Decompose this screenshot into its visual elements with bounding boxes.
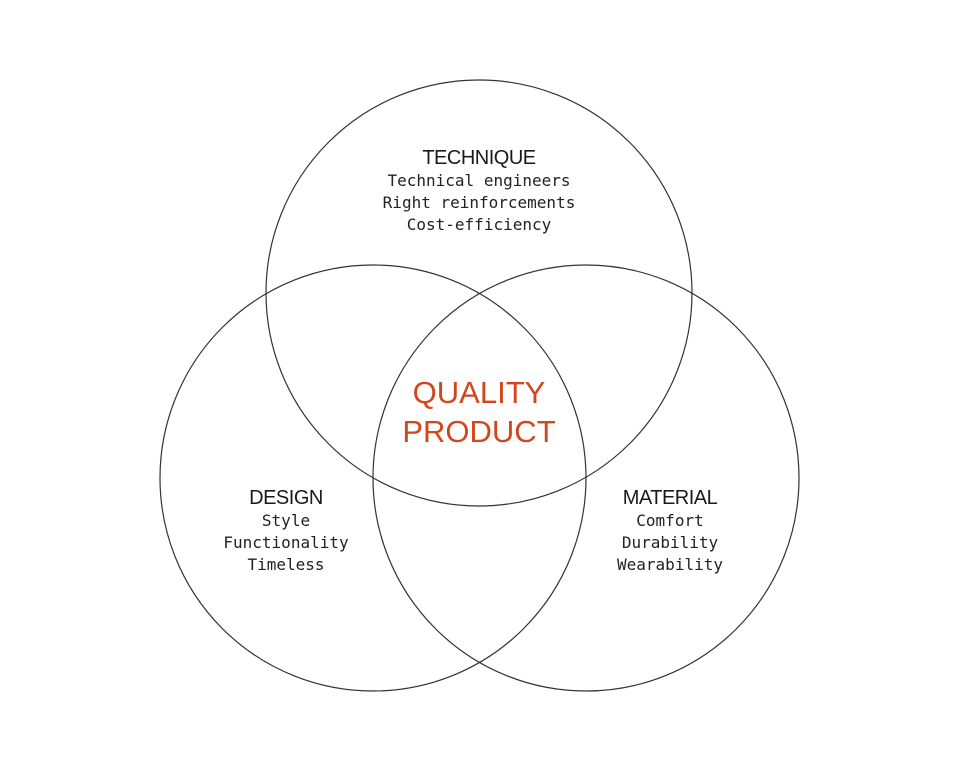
design-item: Style bbox=[261, 511, 311, 530]
center-label-line2: PRODUCT bbox=[402, 414, 556, 449]
technique-item: Right reinforcements bbox=[382, 193, 576, 212]
center-label: QUALITY PRODUCT bbox=[402, 373, 555, 451]
material-item: Comfort bbox=[636, 511, 704, 530]
design-title: DESIGN bbox=[249, 487, 323, 509]
design-circle bbox=[159, 264, 587, 692]
technique-item: Technical engineers bbox=[387, 171, 571, 190]
design-item: Functionality bbox=[223, 533, 349, 552]
technique-item: Cost-efficiency bbox=[406, 215, 552, 234]
center-label-line1: QUALITY bbox=[412, 375, 546, 410]
technique-label: TECHNIQUE Technical engineers Right rein… bbox=[383, 146, 576, 236]
material-item: Wearability bbox=[617, 555, 723, 574]
design-item: Timeless bbox=[247, 555, 325, 574]
material-item: Durability bbox=[621, 533, 719, 552]
technique-title: TECHNIQUE bbox=[422, 147, 536, 169]
material-circle bbox=[372, 264, 800, 692]
material-label: MATERIAL Comfort Durability Wearability bbox=[617, 486, 723, 576]
material-title: MATERIAL bbox=[622, 487, 718, 509]
design-label: DESIGN Style Functionality Timeless bbox=[223, 486, 348, 576]
